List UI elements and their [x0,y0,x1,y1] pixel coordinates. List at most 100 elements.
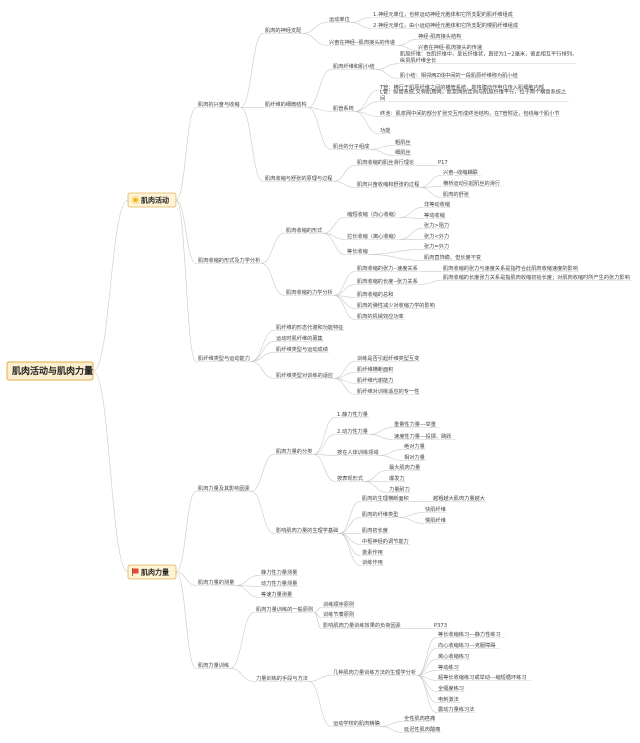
topic-node-a3a[interactable]: 肌纤维的形态代谢和功能特征 [274,323,345,331]
topic-node-a2a2[interactable]: 拉长收缩（离心收缩） [345,232,400,240]
topic-node-b1b4[interactable]: 中枢神经的调节能力 [360,537,410,545]
topic-node-a1a2b[interactable]: 兴奋在神经-肌肉接头的传递 [416,43,485,51]
topic-node-a1b1[interactable]: 肌肉纤维和肌小结 [331,62,376,70]
topic-node-b1a2a[interactable]: 重量性力量---举重 [392,420,441,428]
topic-node-a2b1[interactable]: 肌肉收缩的张力--速度关系 [355,264,422,272]
topic-node-a2a1b[interactable]: 等动收缩 [422,211,446,219]
branch-topic-muscle-activity[interactable]: 肌肉活动 [127,192,177,208]
topic-node-a2b2[interactable]: 肌肉收缩的长度--张力关系 [355,277,422,285]
topic-node-a1c2c[interactable]: 肌肉的舒张 [441,190,470,198]
topic-node-b2a[interactable]: 静力性力量测量 [259,568,299,576]
topic-node-b3b1c[interactable]: 离心收缩练习 [436,652,471,660]
topic-node-a2b3[interactable]: 肌肉收缩的总和 [355,290,395,298]
topic-node-a3d3[interactable]: 肌纤维代谢能力 [355,376,395,384]
topic-node-a3d1[interactable]: 训练是否引起纤维类型互变 [355,354,421,362]
topic-node-a3d4[interactable]: 肌纤维对训练适应的专一性 [355,387,421,395]
topic-node-b2c[interactable]: 等速力量测量 [259,590,294,598]
topic-node-b3b1b[interactable]: 向心收缩练习---克服障碍 [436,641,500,649]
topic-node-b1a2b[interactable]: 速度性力量---投掷、跳跃 [392,432,456,440]
topic-node-a1a2[interactable]: 兴奋在神经--肌肉接头的传递 [327,38,399,46]
topic-node-a1c[interactable]: 肌肉收缩与舒张的原理与过程 [263,174,334,182]
topic-node-b3a1[interactable]: 训练顺序原则 [321,600,356,608]
topic-node-a3c[interactable]: 肌纤维类型与运动成绩 [274,345,329,353]
topic-node-b3b1d[interactable]: 等动练习 [436,663,460,671]
topic-node-a1b2c[interactable]: 终池：肌浆网中间的部分扩张交互形成终池结构，在T管附近，包绕每个肌小节 [378,109,561,117]
topic-node-b3a3[interactable]: 影响肌肉力量训练效果的负荷因素 [321,621,402,629]
topic-node-b1a2[interactable]: 2.动力性力量 [335,427,370,435]
topic-node-b1b1[interactable]: 肌肉的生理横断面积 [360,494,410,502]
topic-node-a1b3b[interactable]: 细肌丝 [393,148,412,156]
topic-node-b1b2[interactable]: 肌肉的纤维类型 [360,510,400,518]
topic-node-a2a3[interactable]: 等长收缩 [345,247,369,255]
topic-node-a1c2[interactable]: 肌肉兴奋收缩和舒张的过程 [355,180,421,188]
topic-node-a2b4[interactable]: 肌肉的弹性减少对收缩力学的影响 [355,301,436,309]
topic-node-a1c1[interactable]: 肌肉收缩的肌丝滑行理论 [355,158,416,166]
topic-node-b1a3[interactable]: 按在人体训练领域 [335,448,380,456]
topic-node-b3b2a[interactable]: 全性肌肉痉痛 [402,714,437,722]
topic-node-a2b1a[interactable]: 肌肉收缩的张力与速度关系是指符合此肌肉收缩速度的影响 [441,264,580,272]
topic-node-a2b5[interactable]: 肌肉的机械效应功率 [355,312,405,320]
branch-topic-muscle-strength[interactable]: 肌肉力量 [127,564,177,580]
topic-node-b3b1[interactable]: 几种肌肉力量训练方法的生理学分析 [331,668,418,676]
topic-node-a1a2a[interactable]: 神经-肌肉接头结构 [416,32,464,40]
topic-node-a3d2[interactable]: 肌纤维横断面积 [355,365,395,373]
topic-node-b3b1g[interactable]: 电刺激法 [436,695,460,703]
topic-node-a1b2a[interactable]: T管：横行于肌原纤维之间的横管系统，能将膜动作电位传入肌细胞内部 [378,83,546,91]
topic-node-b1b[interactable]: 影响肌肉力量的生理学基础 [274,526,340,534]
topic-node-b1a3b[interactable]: 相对力量 [402,453,426,461]
topic-node-a1b3a[interactable]: 粗肌丝 [393,138,412,146]
topic-node-b1a4b[interactable]: 爆发力 [387,474,406,482]
topic-node-b1b2b[interactable]: 慢肌纤维 [423,516,447,524]
topic-node-b1a4[interactable]: 按表现形式 [335,474,364,482]
topic-node-b2[interactable]: 肌肉力量的测量 [196,578,236,586]
topic-node-b1b5[interactable]: 激素作用 [360,548,384,556]
topic-node-b1b6[interactable]: 训练作用 [360,558,384,566]
topic-node-a1b2d[interactable]: 功能 [378,126,392,134]
topic-node-a1a1a[interactable]: 1.神经元单位，也称运动神经元胞体和它所支配的肌纤维组成 [371,10,516,18]
topic-node-b3a2[interactable]: 训练节奏原则 [321,610,356,618]
topic-node-a2a2b[interactable]: 张力<外力 [422,232,449,240]
topic-node-b1a4a[interactable]: 最大肌肉力量 [387,463,422,471]
topic-node-b3b2[interactable]: 运动学校的肌肉精确 [331,719,381,727]
topic-node-a2a3b[interactable]: 肌肉直饰稳、但长度不变 [422,253,483,261]
topic-node-a2a[interactable]: 肌肉收缩的形式 [284,226,324,234]
topic-node-a1c2a[interactable]: 兴奋--收缩耦联 [441,168,482,176]
topic-node-a2a2a[interactable]: 张力>阻力 [422,221,449,229]
topic-node-a2a1a[interactable]: 非等动收缩 [422,200,451,208]
topic-node-a2a3a[interactable]: 张力=外力 [422,242,449,250]
root-topic[interactable]: 肌肉活动与肌肉力量 [6,361,94,381]
topic-node-a2b2a[interactable]: 肌肉收缩的长度张力关系是指肌肉收缩初始长度；对肌肉收缩时所产生的张力影响 [441,273,632,281]
topic-node-a1b1a[interactable]: 肌原纤维：在肌纤维中，呈长纤维状，直径为1~2毫米，彼此相互平行排列，纵贯肌纤维… [398,50,577,65]
topic-node-a1c2b[interactable]: 横桥运动引起肌丝的滑行 [441,179,502,187]
topic-node-a1b2[interactable]: 肌管系统 [331,104,355,112]
topic-node-b1a3a[interactable]: 绝对力量 [402,442,426,450]
topic-node-a1a1b[interactable]: 2.神经元单位，由小运动神经元胞体和它所支配的慢肌纤维组成 [371,21,521,29]
topic-node-b1a[interactable]: 肌肉力量的分类 [274,447,314,455]
topic-node-b3b1e[interactable]: 超等长收缩练习或举动---缩短循环练习 [436,673,532,681]
topic-node-b3a3a[interactable]: P373 [432,623,447,629]
topic-node-a1a1[interactable]: 运动单位 [327,15,351,23]
topic-node-a3b[interactable]: 运动时肌纤维的募集 [274,334,324,342]
topic-node-a1c1a[interactable]: P17 [436,160,448,166]
topic-node-b3b1a[interactable]: 等长收缩练习---静力性练习 [436,630,506,638]
topic-node-b2b[interactable]: 动力性力量测量 [259,579,299,587]
topic-node-a1a[interactable]: 肌肉的神经支配 [263,26,303,34]
topic-node-b3b[interactable]: 力量训练的手段与方法 [254,674,309,682]
topic-node-a3d[interactable]: 肌纤维类型对训练的适应 [274,371,335,379]
topic-node-b3b1h[interactable]: 震动力量练习法 [436,705,476,713]
topic-node-a2[interactable]: 肌肉收缩的形式及力学分析 [196,256,262,264]
topic-node-b1a4c[interactable]: 力量耐力 [387,485,411,493]
topic-node-b3a[interactable]: 肌肉力量训练的一般原则 [254,605,315,613]
topic-node-a3[interactable]: 肌纤维类型与运动能力 [196,354,251,362]
topic-node-b3[interactable]: 肌肉力量训练 [196,661,231,669]
topic-node-a1b1b[interactable]: 肌小结：相邻两Z线中间的一段肌原纤维称为肌小结 [398,71,519,79]
topic-node-a1[interactable]: 肌肉的兴奋与收缩 [196,100,241,108]
topic-node-a2a1[interactable]: 缩短收缩（向心收缩） [345,210,400,218]
topic-node-b1b2a[interactable]: 快肌纤维 [423,505,447,513]
topic-node-a1b3[interactable]: 肌丝的分子组成 [331,142,371,150]
topic-node-b3b1f[interactable]: 全幅度练习 [436,684,465,692]
topic-node-b1b1a[interactable]: 越粗越大肌肉力量越大 [431,494,486,502]
topic-node-b1a1[interactable]: 1.静力性力量 [335,410,370,418]
topic-node-b1[interactable]: 肌肉力量及其影响因素 [196,484,251,492]
